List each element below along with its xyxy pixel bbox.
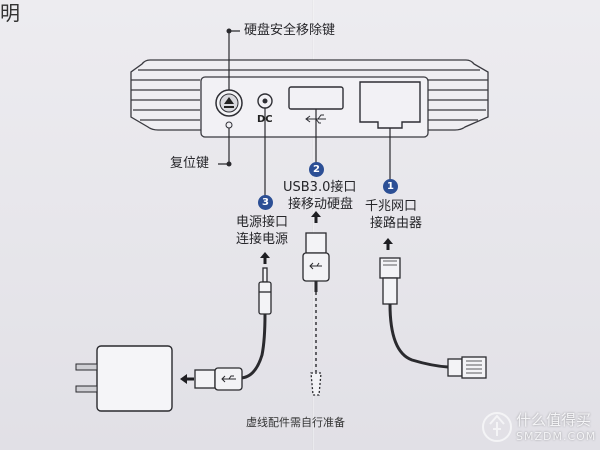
ethernet-port-icon <box>359 81 421 129</box>
eject-button-label: 硬盘安全移除键 <box>244 23 336 38</box>
usb-a-plug-icon <box>194 367 243 391</box>
eject-leader-dot <box>226 28 232 34</box>
heading-fragment: 明 <box>0 1 20 25</box>
up-arrow-icon <box>383 238 393 250</box>
watermark-subtext: SMZDM.COM <box>516 430 597 443</box>
reset-button-label: 复位键 <box>170 156 210 171</box>
watermark-text: 什么值得买 <box>516 411 592 429</box>
dc-power-cable <box>239 267 272 380</box>
power-port-number-badge: 3 <box>258 195 273 210</box>
power-port-description: 连接电源 <box>236 232 289 247</box>
eject-button-icon <box>215 89 243 117</box>
power-adapter-icon <box>75 345 173 412</box>
reset-leader-dot <box>226 161 232 167</box>
up-arrow-icon <box>311 211 321 223</box>
cable-footnote: 虚线配件需自行准备 <box>246 416 345 429</box>
reset-pinhole <box>225 121 233 129</box>
usb-port-number-badge: 2 <box>309 162 324 177</box>
wan-port-number-badge: 1 <box>383 179 398 194</box>
dc-port-marking: DC <box>257 114 273 125</box>
wan-port-title: 千兆网口 <box>365 199 418 214</box>
ethernet-cable <box>379 257 487 379</box>
up-arrow-icon <box>260 252 270 264</box>
page-fold <box>312 0 314 450</box>
wan-port-description: 接路由器 <box>370 216 423 231</box>
smzdm-logo-icon <box>482 412 512 442</box>
left-arrow-icon <box>180 374 194 384</box>
usb-port-description: 接移动硬盘 <box>288 197 354 212</box>
dc-socket-icon <box>257 93 273 109</box>
usb-cable <box>302 232 330 396</box>
power-port-title: 电源接口 <box>236 215 289 230</box>
usb-port-title: USB3.0接口 <box>283 180 357 195</box>
